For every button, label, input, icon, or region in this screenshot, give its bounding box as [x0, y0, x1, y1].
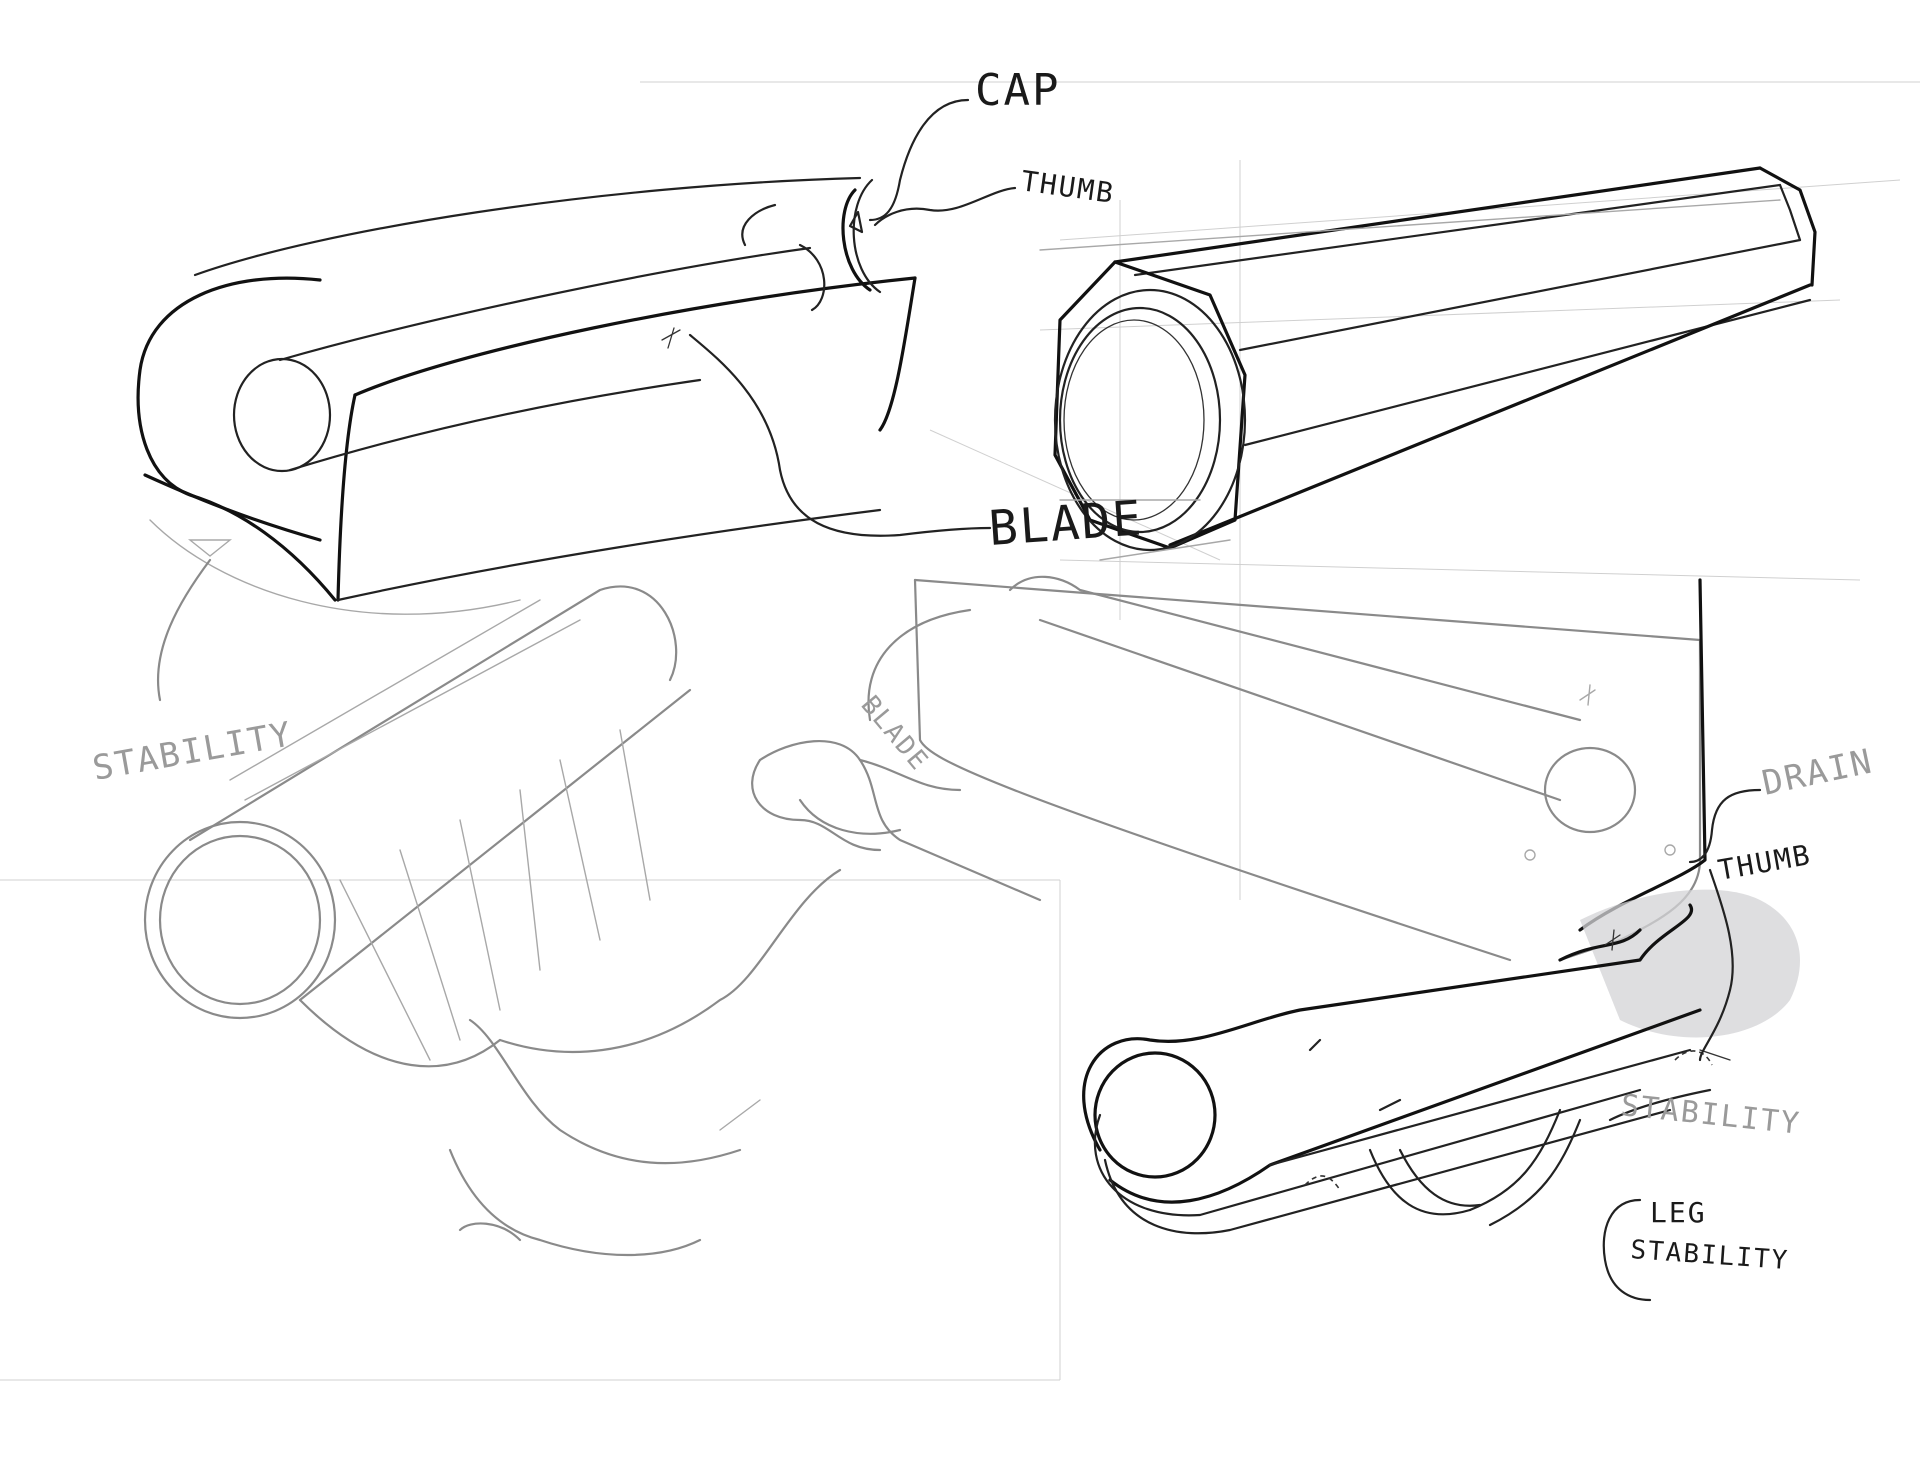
label-leg-stability-line1: LEG — [1650, 1196, 1707, 1229]
label-stability-left: STABILITY — [90, 714, 296, 789]
octagonal-tube-sketch — [1039, 166, 1817, 561]
roll-with-legs-sketch — [1082, 903, 1731, 1235]
annotation-labels: CAP THUMB BLADE STABILITY BLADE DRAIN TH… — [90, 65, 1877, 1276]
label-leg-stability-line2: STABILITY — [1630, 1235, 1791, 1276]
marker-shadow — [1580, 889, 1800, 1038]
dispenser-sketch-open — [136, 176, 917, 615]
leader-lines — [156, 98, 1762, 1302]
label-blade-main: BLADE — [987, 490, 1145, 557]
label-cap: CAP — [975, 65, 1060, 116]
label-stability-right: STABILITY — [1619, 1088, 1802, 1142]
label-blade-small: BLADE — [855, 690, 935, 777]
label-drain: DRAIN — [1759, 741, 1877, 803]
label-thumb-right: THUMB — [1715, 838, 1814, 887]
box-dispenser-sketch — [913, 575, 1707, 962]
label-thumb-top: THUMB — [1019, 164, 1117, 210]
hand-pulling-film-sketch — [143, 585, 1042, 1257]
